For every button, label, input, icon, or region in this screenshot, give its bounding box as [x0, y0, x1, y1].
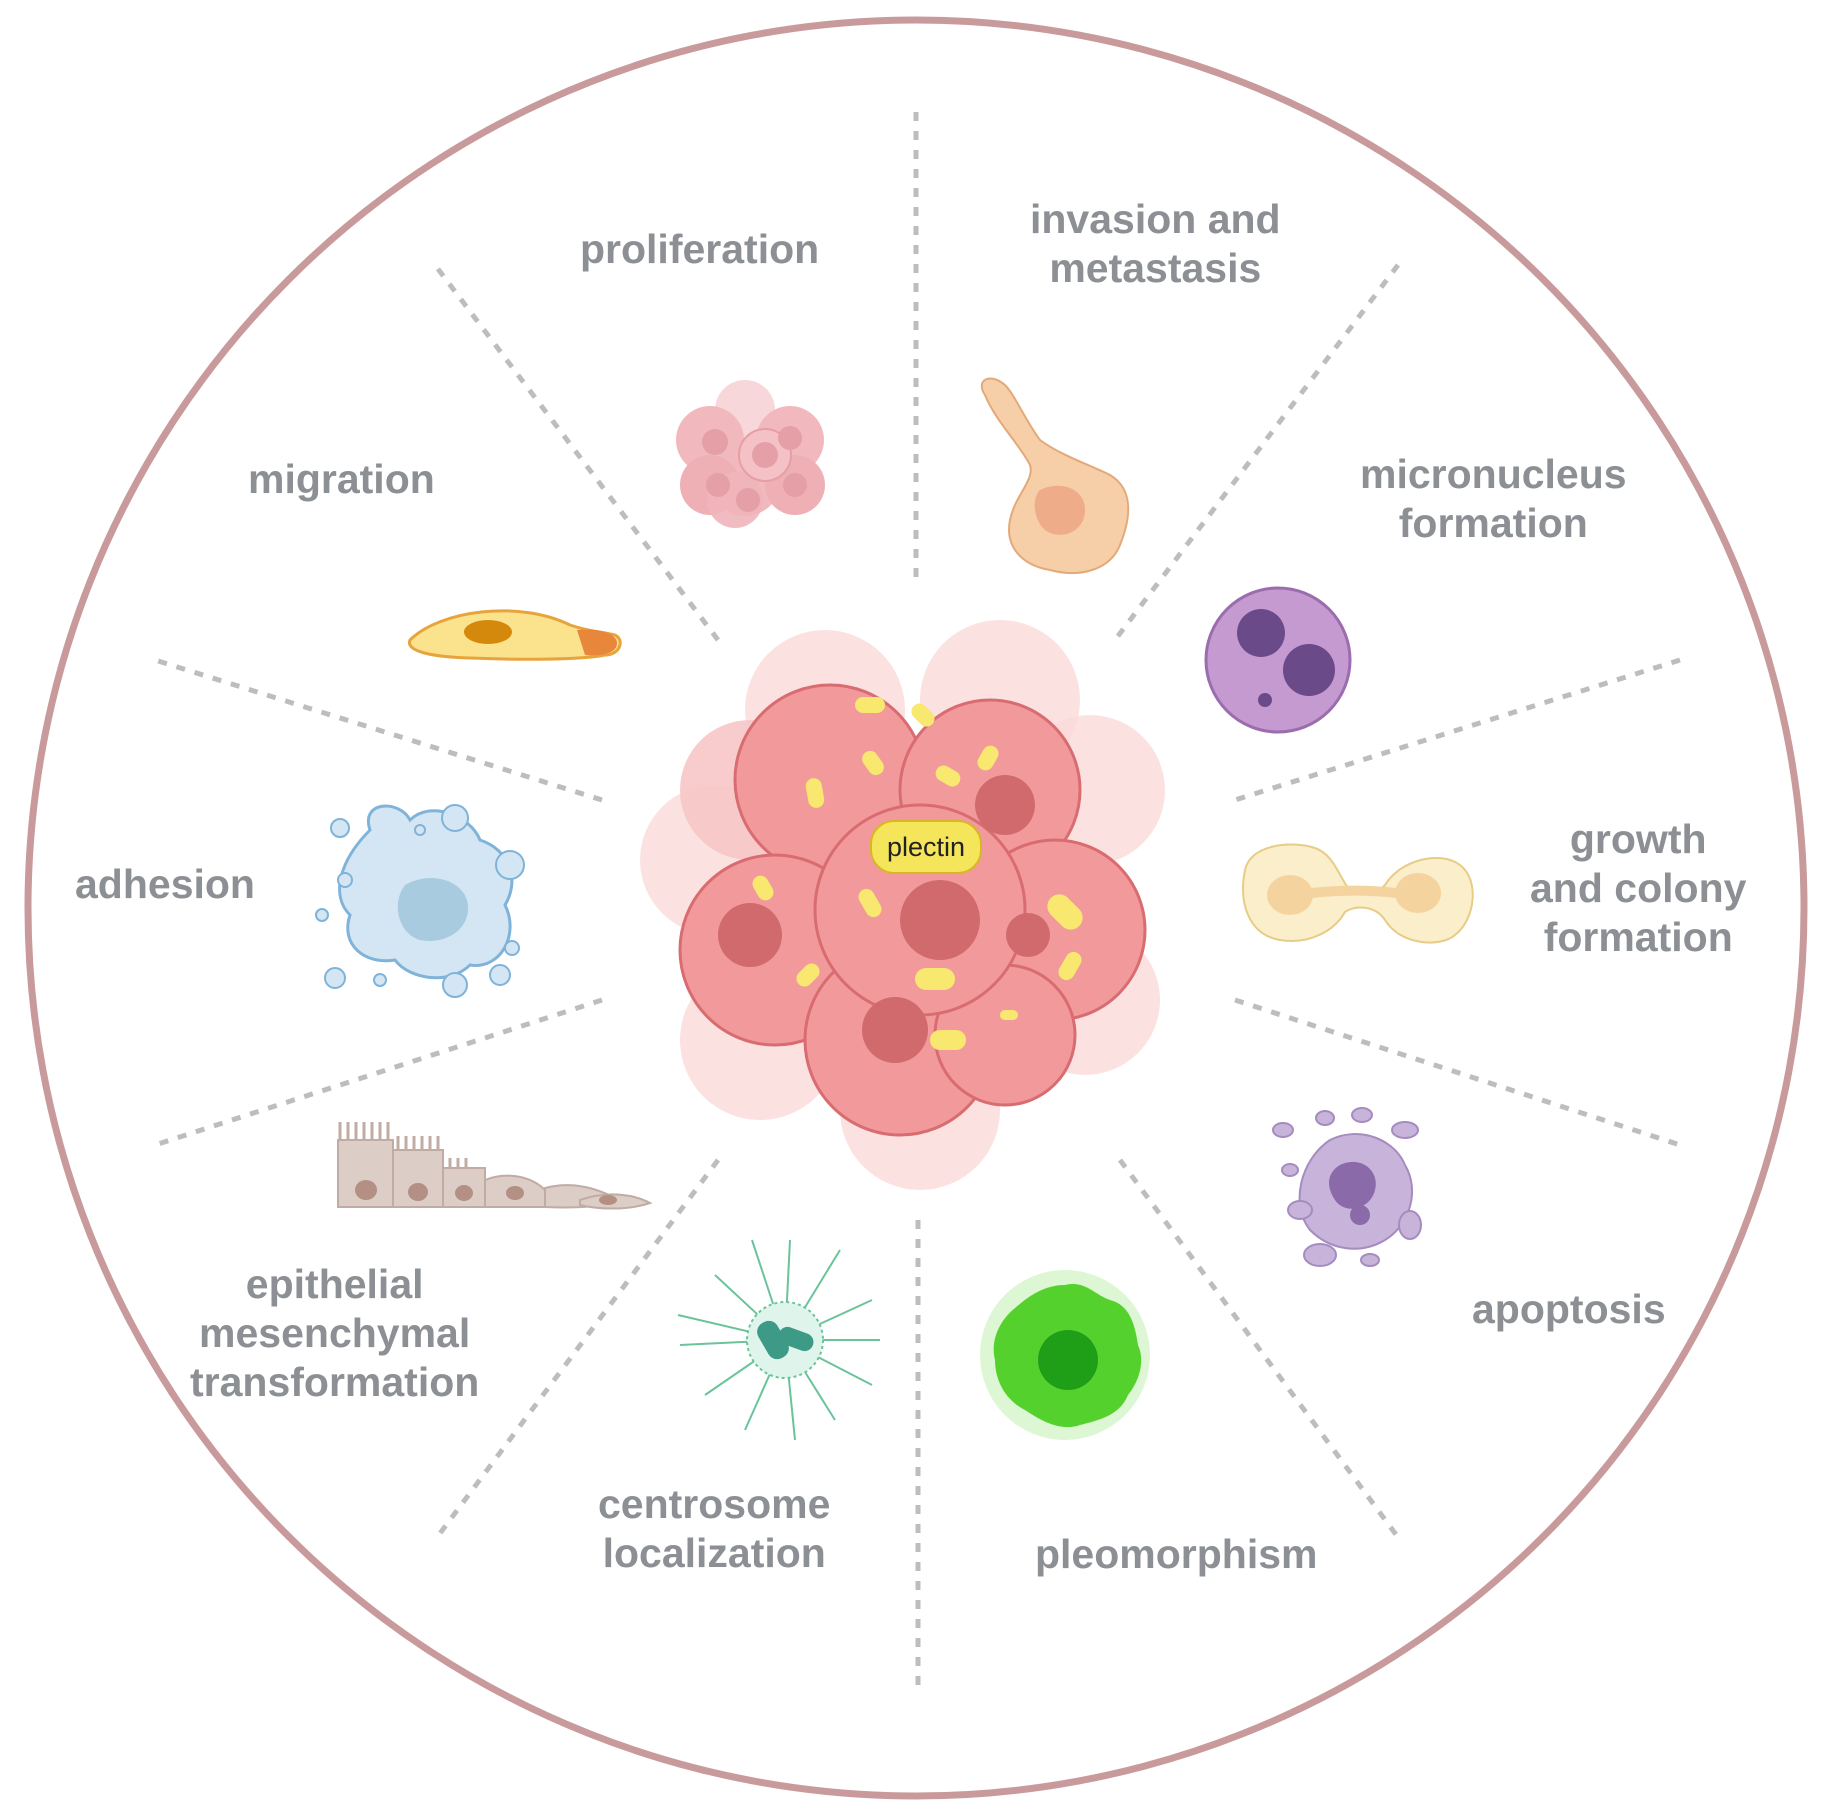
pleomorphism-cell-icon: [980, 1270, 1150, 1440]
label-migration: migration: [248, 455, 435, 504]
emt-cells-icon: [337, 1122, 653, 1210]
label-adhesion-line: adhesion: [75, 861, 255, 907]
label-micronucleus: micronucleus formation: [1360, 450, 1627, 548]
outer-ring: [24, 16, 1808, 1800]
label-growth-line-1: growth: [1569, 816, 1707, 862]
label-invasion-line-2: metastasis: [1049, 245, 1262, 291]
label-growth-line-3: formation: [1543, 914, 1733, 960]
dividers: [154, 112, 1681, 1690]
label-emt-line-1: epithelial: [245, 1261, 424, 1307]
divider-top-right: [1113, 263, 1400, 642]
label-growth-line-2: and colony: [1530, 865, 1747, 911]
label-emt-line-3: transformation: [190, 1359, 480, 1405]
divider-right-upper: [1234, 657, 1681, 803]
tumor-cell-cluster: [640, 620, 1165, 1190]
label-emt-line-2: mesenchymal: [199, 1310, 471, 1356]
label-migration-line: migration: [248, 456, 435, 502]
label-apoptosis-line: apoptosis: [1472, 1286, 1666, 1332]
label-growth: growth and colony formation: [1530, 815, 1746, 962]
proliferation-cell-cluster-icon: [676, 380, 825, 528]
divider-left-lower: [154, 997, 603, 1148]
centrosome-aster-icon: [677, 1239, 880, 1441]
label-centrosome: centrosome localization: [598, 1480, 830, 1578]
label-micronucleus-line-2: formation: [1398, 500, 1588, 546]
divider-bottom-left: [432, 1158, 721, 1542]
label-invasion: invasion and metastasis: [1030, 195, 1281, 293]
label-centrosome-line-1: centrosome: [598, 1481, 831, 1527]
dividing-cell-icon: [1242, 843, 1474, 944]
label-proliferation: proliferation: [580, 225, 819, 274]
micronucleus-cell-icon: [1204, 586, 1352, 734]
apoptosis-cell-icon: [1272, 1107, 1422, 1267]
label-adhesion: adhesion: [75, 860, 255, 909]
migration-cell-icon: [408, 609, 622, 661]
label-pleomorphism-line: pleomorphism: [1035, 1531, 1318, 1577]
label-pleomorphism: pleomorphism: [1035, 1530, 1317, 1579]
divider-bottom-right: [1117, 1158, 1403, 1542]
divider-top-left: [433, 263, 720, 642]
label-micronucleus-line-1: micronucleus: [1360, 451, 1627, 497]
divider-left-upper: [154, 657, 603, 803]
divider-right-lower: [1234, 997, 1681, 1148]
label-invasion-line-1: invasion and: [1030, 196, 1281, 242]
label-centrosome-line-2: localization: [602, 1530, 826, 1576]
invasion-cell-icon: [980, 377, 1130, 574]
label-emt: epithelial mesenchymal transformation: [190, 1260, 479, 1407]
plectin-label: plectin: [870, 820, 982, 874]
adhesion-cell-icon: [315, 804, 525, 998]
label-apoptosis: apoptosis: [1472, 1285, 1666, 1334]
label-proliferation-line: proliferation: [580, 226, 820, 272]
